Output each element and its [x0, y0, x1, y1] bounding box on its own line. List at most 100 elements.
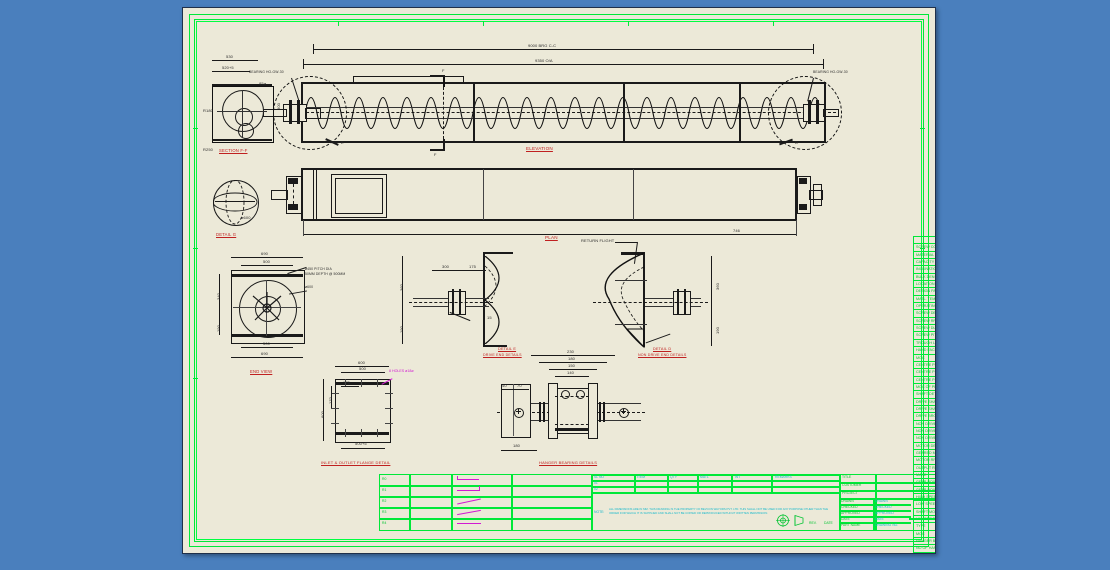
parts-table-head — [591, 474, 841, 476]
datasheet-cell-desc: NON DRIVE BRG HOUSING — [914, 435, 935, 441]
detail-mark-e: E — [341, 140, 344, 145]
datasheet-cell-desc: MOC — [914, 531, 935, 537]
view-label-end-view: END VIEW — [250, 369, 273, 374]
end-view-pipe-circle — [255, 296, 281, 322]
flange-dim-500: 500 — [359, 366, 366, 371]
plan-inlet-opening-inner — [335, 178, 383, 214]
section-dim-r180: R180 — [203, 108, 213, 113]
flange-top-bar — [335, 382, 389, 385]
hanger-key — [543, 402, 545, 422]
datasheet-cell-desc: LOCATION — [914, 281, 935, 287]
datasheet-cell-desc: MOTOR RPM — [914, 457, 935, 463]
flange-dim-500-5: 500+5 — [355, 441, 367, 446]
title-label-project: PROJECT — [842, 491, 858, 495]
detail-e-endplate — [483, 252, 485, 347]
title-label-title: TITLE — [842, 475, 852, 479]
revision-col-cloud — [451, 474, 513, 531]
parts-col-sep — [697, 474, 699, 494]
hanger-hidden-line — [555, 424, 589, 425]
section-arrow-line-top — [443, 75, 445, 87]
hanger-bearing-base — [555, 428, 589, 431]
drive-bearing-bolt — [289, 100, 292, 124]
datasheet-row: SHAFT DETAILS — [913, 391, 935, 399]
plan-dim-line — [303, 234, 797, 235]
title-field-col — [875, 474, 877, 531]
trough-bottom-edge — [301, 141, 826, 143]
title-fields[interactable] — [839, 474, 935, 531]
detail-e-dim-360: 360 — [399, 284, 404, 291]
hanger-dim-180b: 180 — [513, 443, 520, 448]
flange-dim-line-600v — [323, 379, 324, 441]
datasheet-row: DRIVE SHAFT BEARING — [913, 405, 935, 414]
datasheet-header-description: DESCRIPTION — [914, 237, 935, 243]
section-cut-line — [443, 87, 444, 139]
hanger-bearing-position — [623, 84, 625, 141]
detail-d-flight — [604, 252, 645, 349]
nondrive-bearing-bolt — [808, 100, 811, 124]
datasheet-table[interactable]: DESCRIPTION SPECIFICATION SCREW CONVEYOR… — [913, 236, 935, 553]
datasheet-cell-desc: MATL. TEMPERATURE — [914, 296, 935, 302]
flange-hole-mark — [377, 429, 378, 437]
datasheet-cell-desc: SCREW RPM — [914, 318, 935, 324]
company-sep — [909, 498, 935, 500]
title-block[interactable]: R0 R1 R2 R3 R4 SL NO ITEM — [379, 474, 935, 536]
end-view-dim-line-690-top — [231, 257, 303, 258]
company-bottom-sep — [909, 518, 935, 520]
trough-top-edge — [301, 82, 826, 84]
view-label-plan: PLAN — [545, 235, 558, 240]
flange-hole-mark — [331, 393, 339, 394]
flange-dim-line-600 — [335, 366, 389, 367]
datasheet-cell-desc: SHAFT DETAILS — [914, 391, 935, 397]
datasheet-row: GEARED MOTOR7.5 KW — [913, 449, 935, 458]
end-view-dim-340: 340 — [216, 293, 221, 300]
hanger-shaft-end-left — [514, 408, 524, 418]
inlet-flange-edge — [463, 76, 464, 83]
frame-tick — [193, 128, 198, 129]
detail-d-dim-360: 360 — [715, 283, 720, 290]
centre-pipe-top — [305, 107, 821, 108]
view-label-flange-detail: INLET & OUTLET FLANGE DETAIL — [321, 460, 391, 465]
datasheet-row: OUTPUT RPM36 — [913, 464, 935, 472]
title-field-sep — [839, 482, 935, 484]
detail-d-dim-line-190 — [711, 302, 712, 346]
datasheet-row: CENTRE PIPE DIAMETER168.3 mm (NB) — [913, 369, 935, 377]
section-label-f-bot: F — [434, 152, 437, 157]
detail-g-ellipses — [213, 180, 258, 225]
section-arrow-top — [430, 75, 445, 77]
section-ff-vcenter — [242, 90, 243, 138]
datasheet-cell-desc: DESIGN PARAMETERS — [914, 288, 935, 294]
nondrive-bearing-block — [803, 104, 825, 122]
datasheet-cell-desc: SCREW PITCH — [914, 332, 935, 338]
datasheet-cell-desc: NON DRIVE SHAFT BEARING — [914, 428, 935, 434]
datasheet-row: CENTRE PIPE DETAILS — [913, 361, 935, 370]
datasheet-row: BULK DENSITY0.8 T/CU. M — [913, 273, 935, 282]
end-view-spokes — [252, 292, 282, 321]
flange-bottom-bar — [335, 432, 389, 435]
cad-drawing-sheet[interactable]: 9000 BRG C-C 9350 O/A F F — [182, 7, 936, 554]
revision-col-date — [409, 474, 453, 531]
dimension-tick — [303, 59, 304, 69]
return-flight-leader — [615, 242, 637, 243]
flange-hole-mark — [345, 379, 346, 387]
detail-d-inner-top — [615, 280, 647, 281]
revision-leader-1 — [457, 490, 479, 491]
revision-leader-0 — [457, 479, 479, 480]
end-view-top-flange — [231, 274, 303, 277]
frame-tick — [920, 248, 925, 249]
detail-d-centerline — [593, 302, 708, 303]
sign-row-sep — [839, 516, 911, 518]
datasheet-row: HIGH SPEED COUPLINGNA — [913, 494, 935, 502]
sign-label-checked: CHECKED — [841, 504, 858, 509]
detail-e-dim-line-175 — [462, 270, 486, 271]
hanger-bolt-hole — [561, 390, 570, 399]
revision-rev-r0: R0 — [382, 477, 387, 481]
datasheet-row: SCREW PITCH500 mm — [913, 332, 935, 340]
datasheet-row: NON DRIVE SHAFT BEARING — [913, 427, 935, 436]
hanger-shaft-end-right — [619, 408, 629, 418]
plan-left-edge — [301, 168, 303, 221]
datasheet-cell-desc: CAPACITY — [914, 259, 935, 265]
screw-flight-profile — [305, 96, 822, 130]
parts-cell-slno-2: 02 — [594, 486, 598, 491]
section-dim-line-530 — [212, 60, 258, 61]
end-view-outline — [231, 270, 305, 344]
